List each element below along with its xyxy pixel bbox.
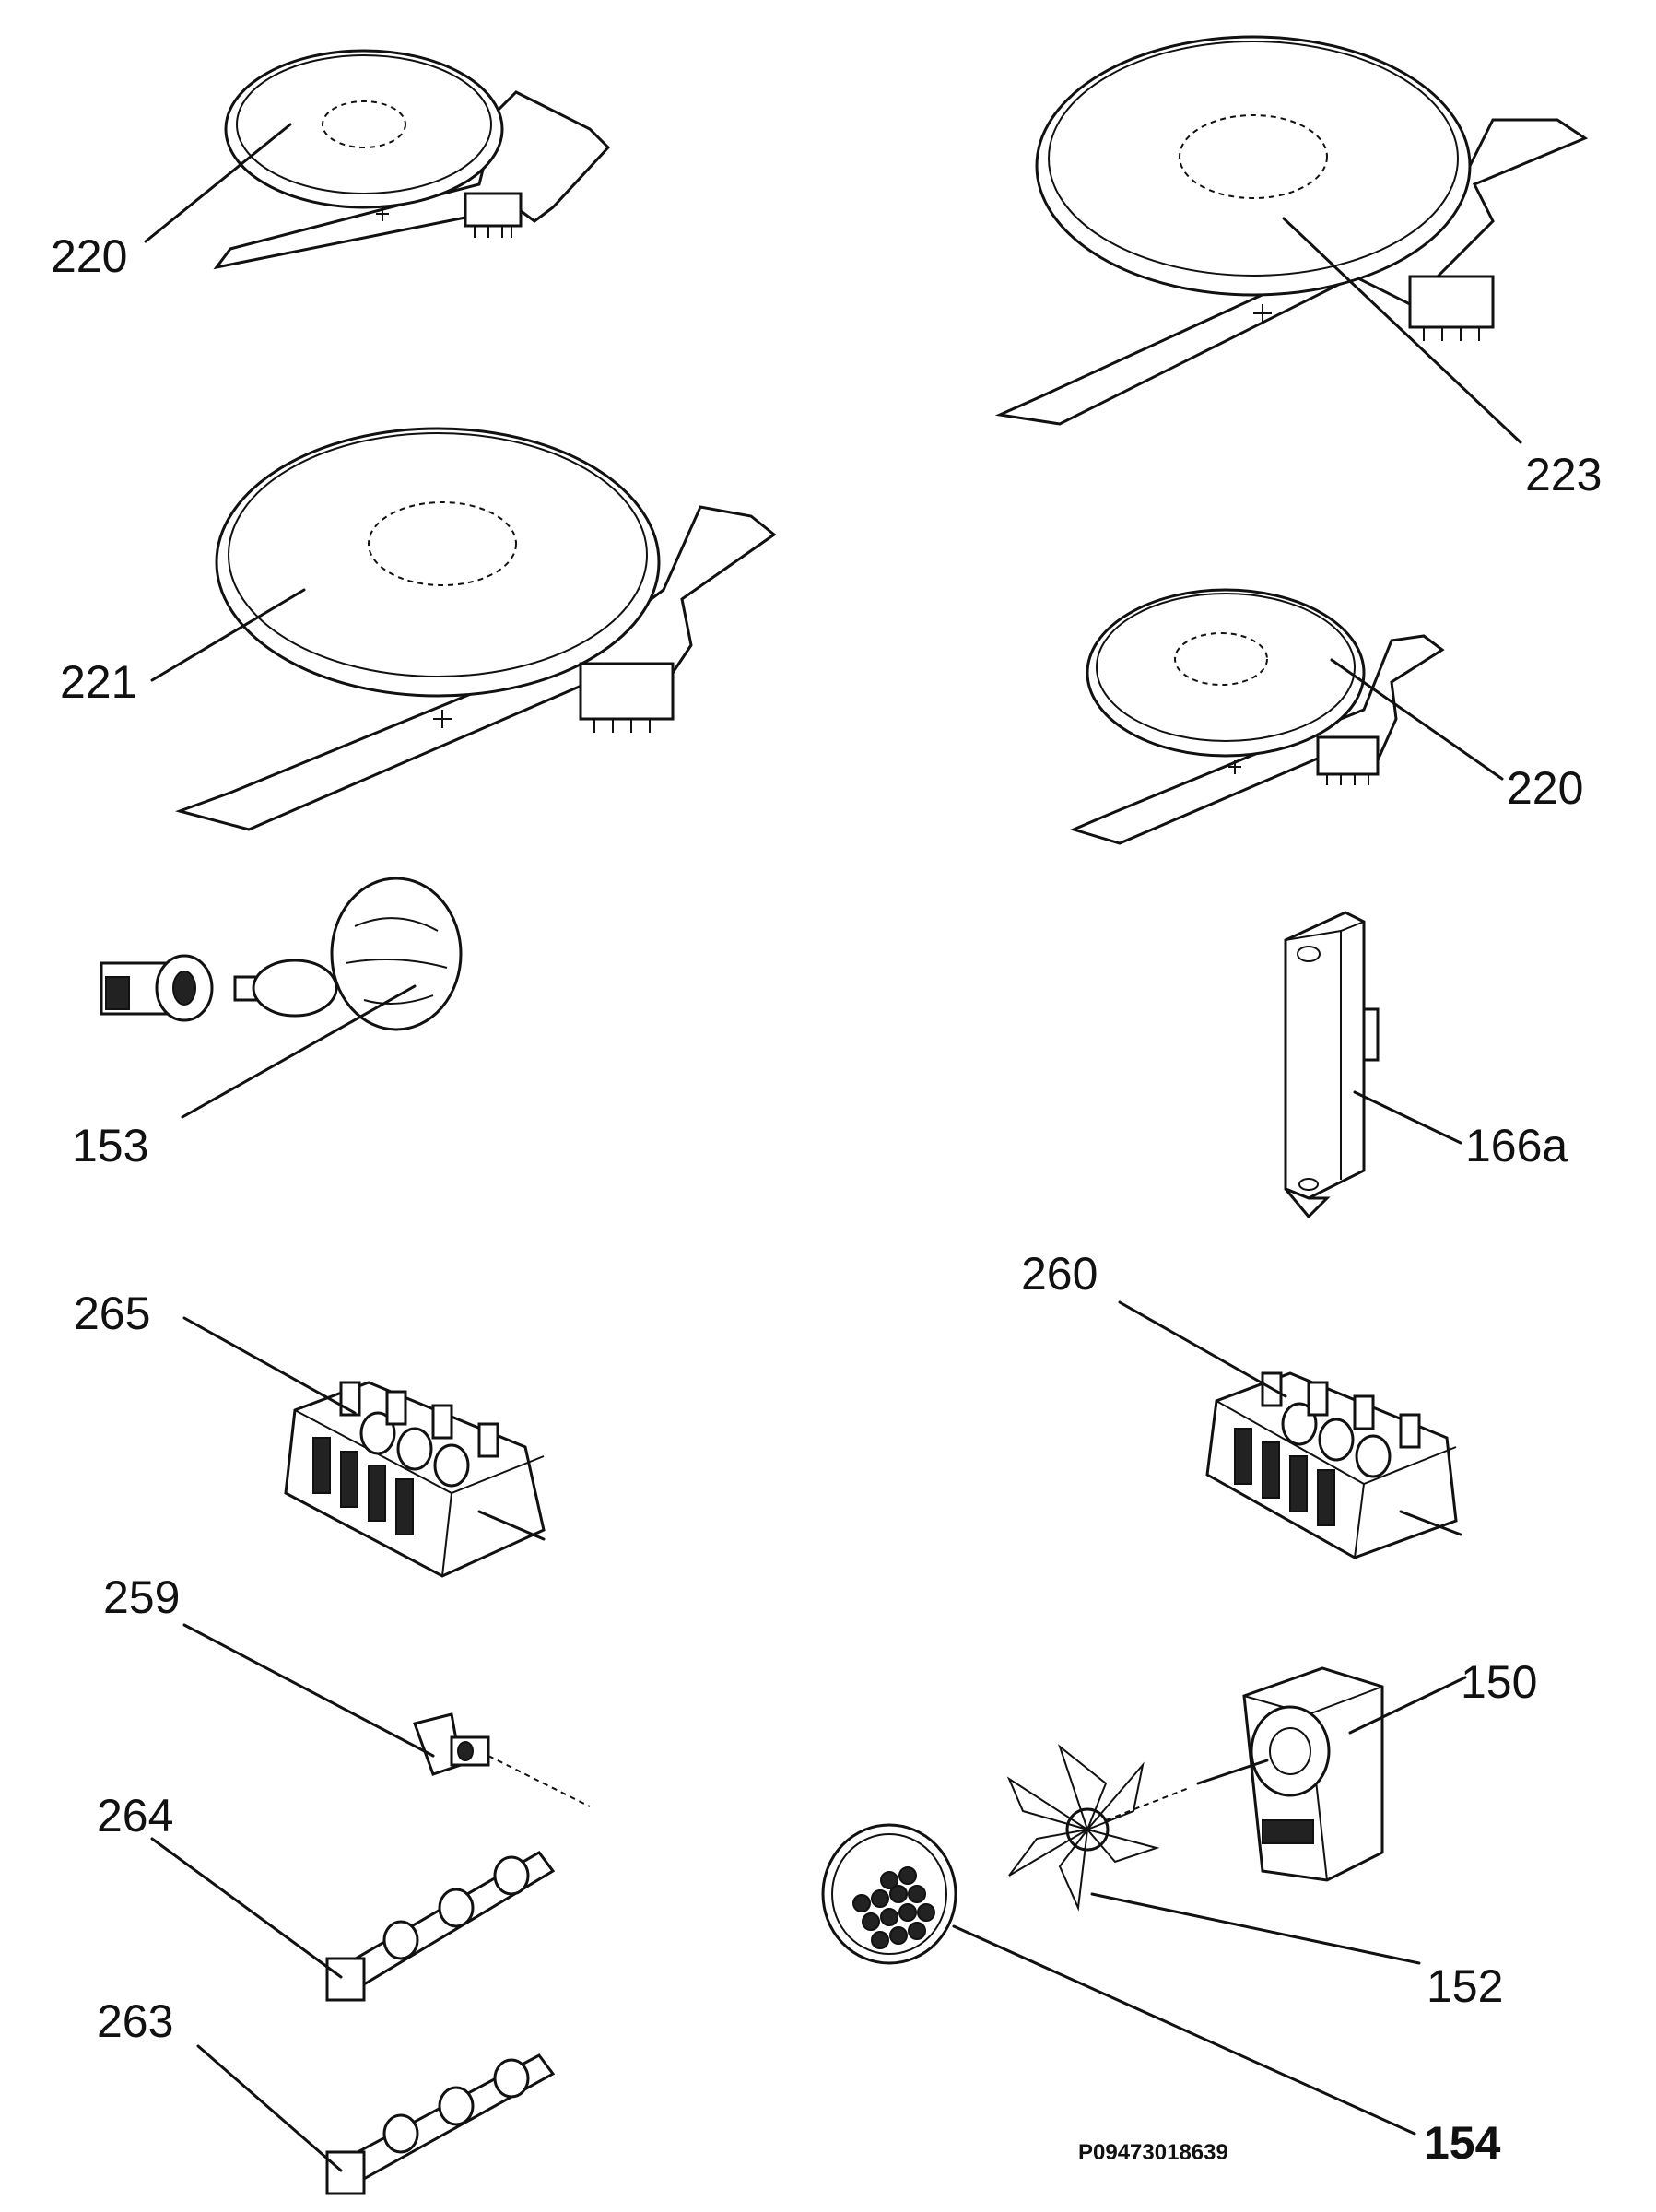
- part-label-220-right: 220: [1507, 762, 1584, 814]
- part-label-153: 153: [72, 1120, 149, 1171]
- part-label-263: 263: [97, 1995, 174, 2047]
- part-label-150: 150: [1461, 1656, 1538, 1708]
- part-label-220-top: 220: [51, 230, 128, 282]
- switch-264: [150, 1837, 556, 2002]
- switch-259: [182, 1623, 591, 1807]
- selector-switch-265: [182, 1316, 546, 1578]
- hotplate-223: [994, 35, 1589, 444]
- fan-motor-150: [1196, 1666, 1467, 1882]
- part-label-223: 223: [1525, 449, 1603, 500]
- drawing-code: P09473018639: [1078, 2140, 1228, 2165]
- selector-switch-260: [1118, 1300, 1462, 1559]
- fan-impeller-152: [1006, 1744, 1421, 1965]
- part-label-221: 221: [60, 656, 137, 708]
- hotplate-220-top: [144, 49, 611, 270]
- hotplate-220-right: [1069, 588, 1504, 845]
- part-label-265: 265: [74, 1288, 151, 1339]
- part-label-260: 260: [1021, 1248, 1098, 1300]
- oven-lamp-153: [100, 877, 463, 1119]
- part-label-264: 264: [97, 1790, 174, 1841]
- part-label-152: 152: [1427, 1960, 1504, 2012]
- part-label-166a: 166a: [1465, 1120, 1568, 1171]
- terminal-block-166a: [1284, 911, 1462, 1219]
- fan-cover-154: [821, 1823, 1416, 2136]
- part-label-259: 259: [103, 1571, 181, 1623]
- part-label-154: 154: [1424, 2117, 1501, 2169]
- hotplate-221: [150, 427, 777, 831]
- switch-263: [196, 2044, 556, 2195]
